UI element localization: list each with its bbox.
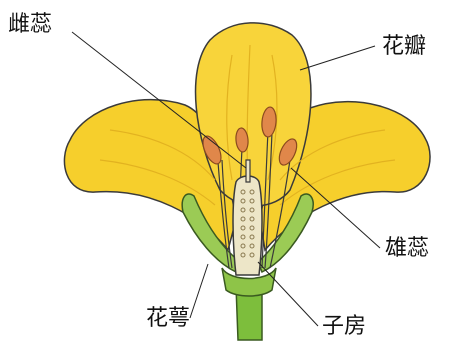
label-petal: 花瓣 (382, 36, 426, 58)
label-sepal: 花萼 (146, 308, 190, 330)
pistil (233, 176, 262, 275)
label-ovary: 子房 (322, 316, 366, 338)
label-pistil: 雌蕊 (8, 14, 52, 36)
label-stamen: 雄蕊 (385, 238, 429, 260)
